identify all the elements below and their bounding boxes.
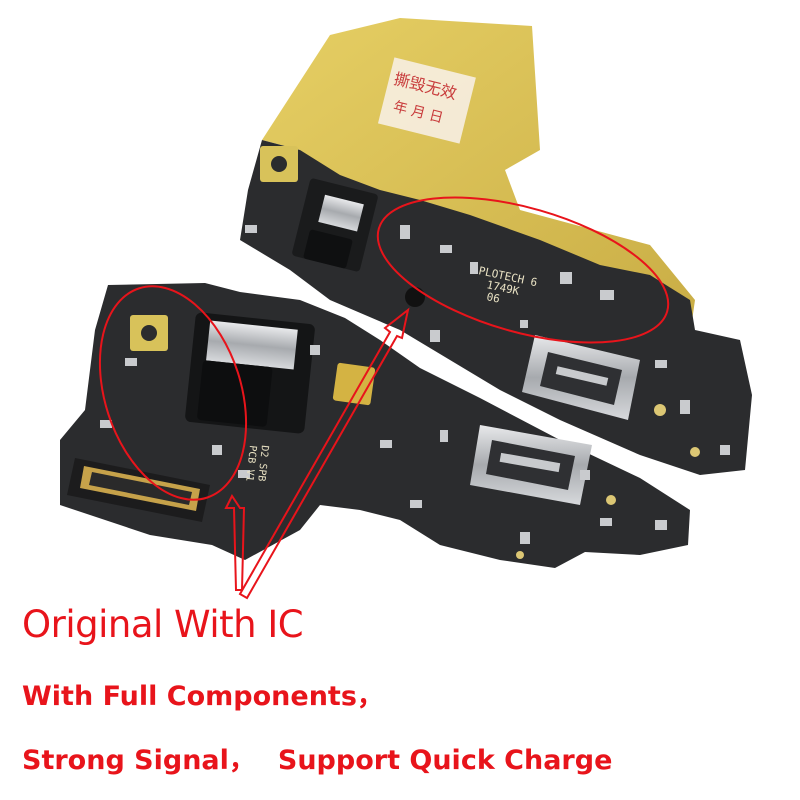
bottom-ic-circle (98, 285, 248, 501)
bottom-code-1: D2 SPB (255, 445, 270, 482)
top-ic-circle (376, 196, 670, 344)
bottom-charging-board: D2 SPB PCB V1 (60, 283, 690, 568)
ic-highlight-annotations (98, 196, 670, 600)
top-charging-board: PLOTECH 6 1749K 06 (240, 18, 752, 475)
arrow-to-top-ic (238, 307, 410, 600)
bottom-board-components (100, 345, 667, 544)
top-board-gold-flex (262, 18, 695, 338)
bottom-code-2: PCB V1 (243, 445, 258, 482)
top-board-components (245, 225, 730, 455)
caption-quick-charge: Support Quick Charge (277, 745, 613, 776)
caption-original-with-ic: Original With IC (22, 603, 304, 646)
caption-full-components: With Full Components， (22, 681, 384, 712)
bottom-board-connector (67, 458, 210, 522)
arrow-to-bottom-ic (224, 494, 246, 591)
caption-strong-signal: Strong Signal， (22, 745, 256, 776)
warranty-sticker: 撕毁无效 年 月 日 (377, 57, 476, 144)
top-usb-c-port (522, 335, 640, 420)
top-code-3: 06 (485, 290, 501, 305)
top-audio-jack (292, 178, 378, 272)
bottom-audio-jack (185, 312, 315, 434)
caption-signal-charge: Strong Signal， Support Quick Charge (22, 738, 612, 777)
bottom-usb-c-port (470, 425, 592, 505)
